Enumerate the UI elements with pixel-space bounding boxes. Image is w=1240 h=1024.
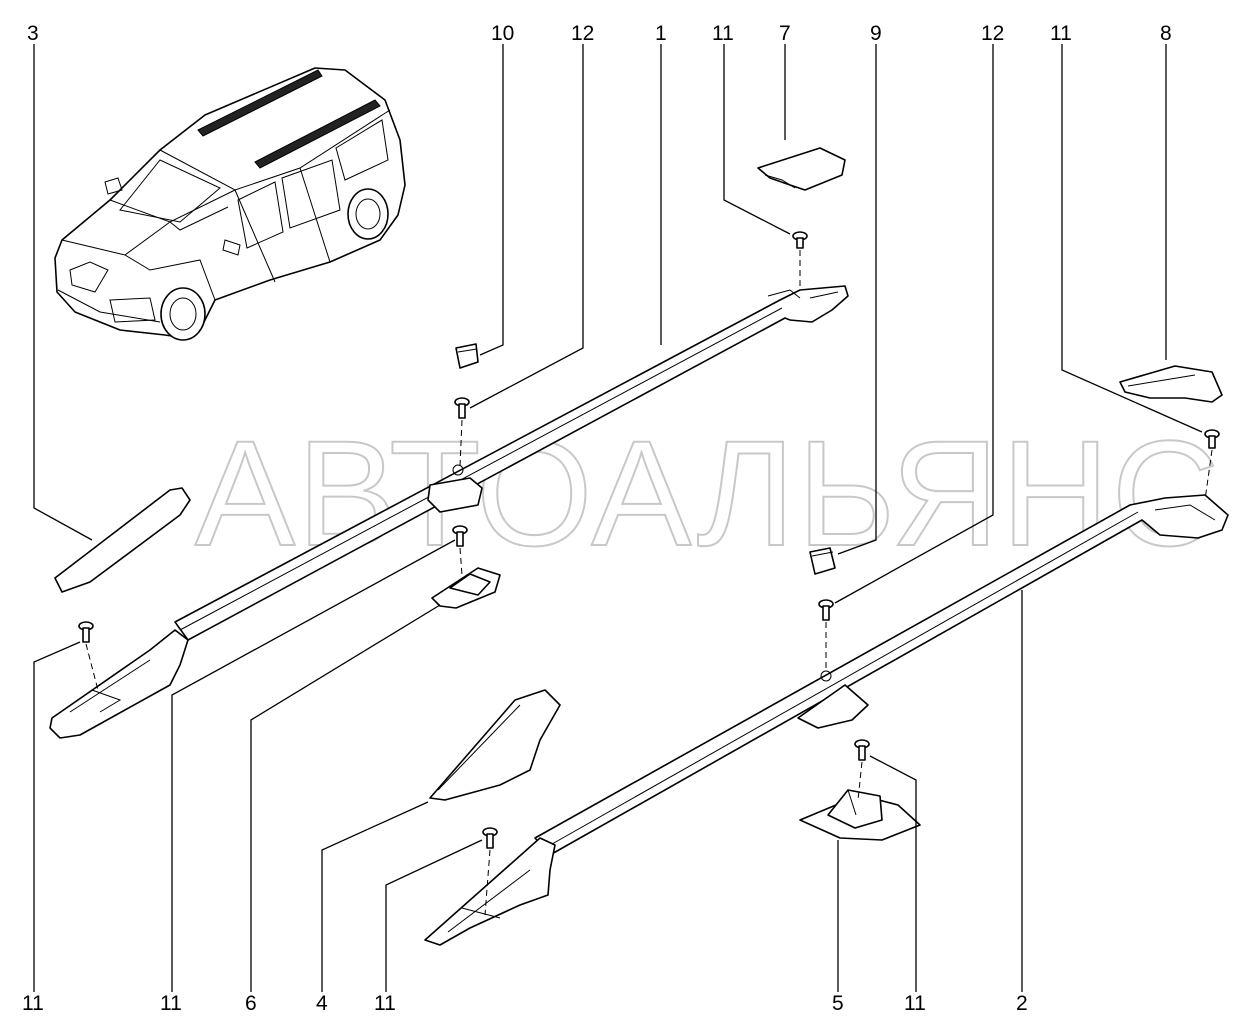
cap-9 xyxy=(809,547,836,575)
callout-4: 4 xyxy=(316,992,328,1015)
rear-cover-8 xyxy=(1119,365,1223,403)
callout-10: 10 xyxy=(491,22,514,45)
callout-9: 9 xyxy=(870,22,882,45)
callout-3: 3 xyxy=(27,22,39,45)
screw-12-right xyxy=(818,599,834,670)
left-roof-rail xyxy=(49,285,849,739)
front-cover-3 xyxy=(54,487,191,593)
middle-support-5 xyxy=(799,789,921,841)
callout-7: 7 xyxy=(779,22,791,45)
screw-11-middle-right xyxy=(854,739,870,801)
callout-8: 8 xyxy=(1160,22,1172,45)
front-cover-4 xyxy=(429,689,561,801)
callout-2: 2 xyxy=(1016,992,1028,1015)
screw-11-rear-left xyxy=(792,231,808,290)
screw-11-rear-right xyxy=(1204,429,1220,501)
callout-5: 5 xyxy=(832,992,844,1015)
callout-11: 11 xyxy=(160,992,182,1015)
leader-lines xyxy=(33,44,1203,992)
screw-12-left xyxy=(454,397,470,467)
screw-11-front-right xyxy=(482,827,498,916)
screw-11-front-left xyxy=(78,621,99,691)
callout-6: 6 xyxy=(245,992,257,1015)
callout-11: 11 xyxy=(712,22,734,45)
middle-support-6 xyxy=(431,567,501,609)
right-roof-rail xyxy=(424,494,1229,946)
callout-11: 11 xyxy=(1050,22,1072,45)
callout-11: 11 xyxy=(904,992,926,1015)
car-illustration xyxy=(54,67,406,341)
callout-11: 11 xyxy=(374,992,396,1015)
cap-10 xyxy=(455,343,479,369)
callout-12: 12 xyxy=(981,22,1004,45)
callout-numbers: 3 10 12 1 11 7 9 12 11 8 11 11 6 4 11 5 … xyxy=(22,22,1172,1015)
rear-cover-7 xyxy=(757,147,846,191)
screw-11-middle-left xyxy=(452,525,468,576)
callout-1: 1 xyxy=(655,22,667,45)
callout-11: 11 xyxy=(22,992,44,1015)
callout-12: 12 xyxy=(571,22,594,45)
